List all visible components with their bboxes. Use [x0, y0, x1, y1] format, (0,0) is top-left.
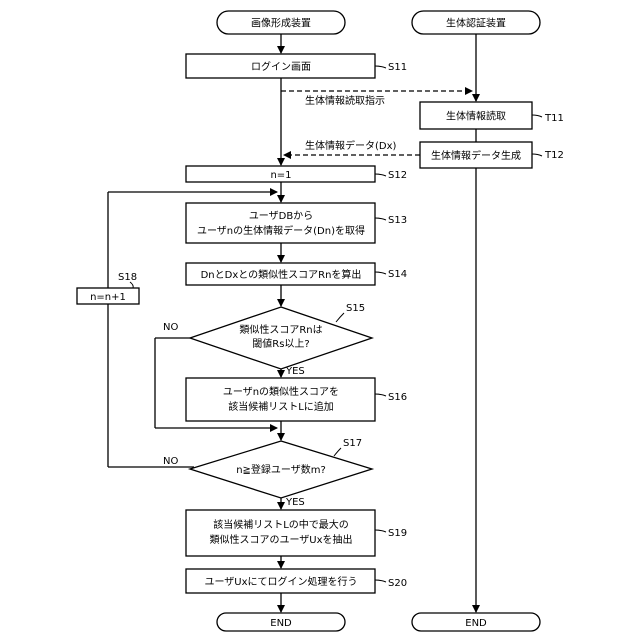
step-s14-label: DnとDxとの類似性スコアRnを算出: [201, 268, 362, 281]
step-s16-box: [186, 378, 375, 421]
step-s16-line2: 該当候補リストLに追加: [228, 400, 334, 413]
step-s11-id: S11: [388, 62, 407, 73]
step-s16-line1: ユーザnの類似性スコアを: [223, 385, 339, 398]
step-s12-label: n=1: [270, 170, 291, 181]
decision-s17-yes: YES: [285, 497, 305, 508]
step-s13-line1: ユーザDBから: [249, 210, 313, 222]
step-s13-id: S13: [388, 215, 407, 226]
decision-s15: [190, 307, 372, 369]
step-s19-id: S19: [388, 528, 407, 539]
step-s14-id: S14: [388, 269, 407, 280]
step-s20-label: ユーザUxにてログイン処理を行う: [204, 575, 357, 588]
step-s20-id: S20: [388, 578, 407, 589]
decision-s15-id: S15: [346, 303, 365, 314]
step-s19-line2: 類似性スコアのユーザUxを抽出: [209, 533, 352, 546]
decision-s17-label: n≧登録ユーザ数m?: [236, 463, 326, 476]
step-s16-id: S16: [388, 392, 407, 403]
step-t11-id: T11: [544, 113, 564, 124]
data-message-label: 生体情報データ(Dx): [305, 139, 397, 152]
step-s12-id: S12: [388, 170, 407, 181]
decision-s15-line2: 閾値Rs以上?: [252, 337, 309, 350]
step-t11-label: 生体情報読取: [446, 110, 506, 123]
left-column-title: 画像形成装置: [251, 17, 311, 30]
step-s13-line2: ユーザnの生体情報データ(Dn)を取得: [197, 224, 365, 237]
decision-s15-no: NO: [163, 322, 178, 333]
step-t12-label: 生体情報データ生成: [431, 149, 521, 162]
step-s11-label: ログイン画面: [251, 60, 311, 73]
decision-s17-no: NO: [163, 456, 178, 467]
decision-s15-yes: YES: [285, 366, 305, 377]
instruction-message-label: 生体情報読取指示: [305, 94, 385, 107]
end-left-label: END: [270, 618, 292, 629]
step-s13-box: [186, 203, 375, 243]
step-t12-id: T12: [544, 150, 564, 161]
decision-s15-line1: 類似性スコアRnは: [239, 323, 322, 336]
right-column-title: 生体認証装置: [446, 17, 506, 30]
step-s19-line1: 該当候補リストLの中で最大の: [213, 518, 349, 531]
step-s19-box: [186, 510, 375, 556]
decision-s17-id: S17: [343, 438, 362, 449]
end-right-label: END: [465, 618, 487, 629]
step-s18-id: S18: [118, 272, 137, 283]
step-s18-label: n=n+1: [90, 292, 126, 303]
